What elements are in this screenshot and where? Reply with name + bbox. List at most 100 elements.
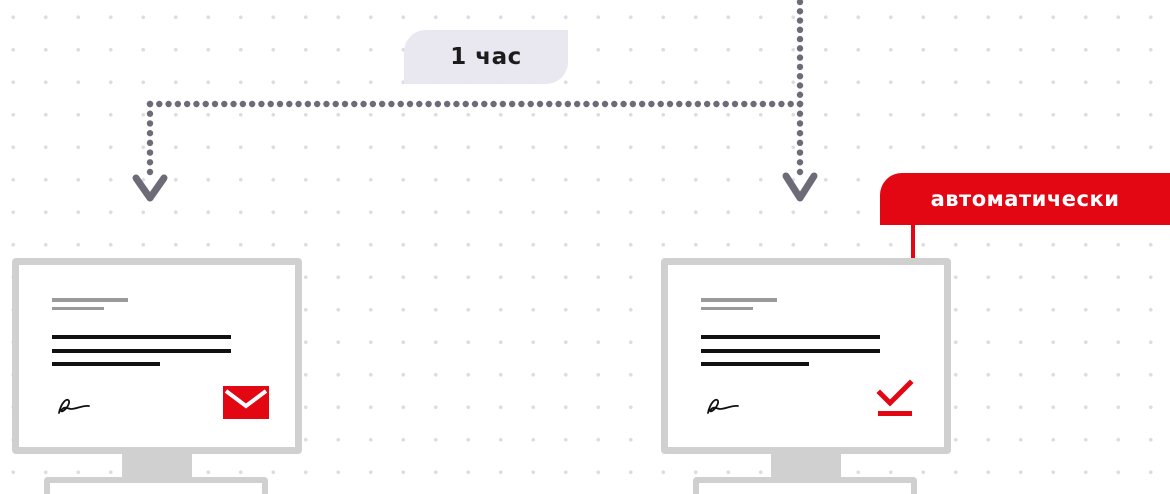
connector-dot bbox=[796, 35, 804, 43]
connector-dot bbox=[378, 100, 386, 108]
connector-dot bbox=[768, 100, 776, 108]
connector-dot bbox=[490, 100, 497, 108]
connector-dot bbox=[778, 100, 785, 108]
connector-dot bbox=[741, 100, 748, 108]
connector-dot bbox=[796, 26, 804, 34]
connector-dot bbox=[258, 100, 265, 108]
interval-label: 1 час bbox=[404, 30, 568, 84]
connector-dot bbox=[796, 45, 804, 52]
connector-dot bbox=[174, 100, 182, 108]
connector-dot bbox=[499, 100, 507, 108]
connector-dot bbox=[731, 100, 739, 108]
connector-dot bbox=[276, 100, 284, 108]
connector-dot bbox=[453, 100, 460, 108]
connector-dot bbox=[638, 100, 646, 108]
connector-dot bbox=[193, 100, 200, 108]
connector-dot bbox=[267, 100, 274, 108]
connector-dot bbox=[221, 100, 228, 108]
doc-text-line bbox=[52, 362, 160, 366]
connector-dot bbox=[713, 100, 720, 108]
connector-dot bbox=[286, 100, 293, 108]
monitor-right-base bbox=[693, 477, 917, 494]
doc-text-line bbox=[701, 335, 880, 339]
connector-dot bbox=[648, 100, 655, 108]
connector-dot bbox=[601, 100, 609, 108]
arrow-down-left-icon bbox=[132, 174, 168, 202]
connector-dot bbox=[796, 17, 804, 24]
connector-dot bbox=[722, 100, 729, 108]
monitor-left-screen bbox=[12, 258, 302, 454]
connector-dot bbox=[183, 100, 191, 108]
doc-text-line bbox=[701, 349, 880, 353]
connector-dot bbox=[527, 100, 534, 108]
connector-dot bbox=[796, 72, 804, 80]
connector-dot bbox=[295, 100, 302, 108]
connector-dot bbox=[443, 100, 451, 108]
connector-dot bbox=[796, 159, 804, 166]
connector-dot bbox=[434, 100, 442, 108]
connector-dot bbox=[304, 100, 312, 108]
signature-icon bbox=[707, 398, 739, 414]
connector-dot bbox=[796, 82, 804, 89]
mode-label: автоматически bbox=[880, 173, 1170, 225]
monitor-left-base bbox=[44, 477, 268, 494]
connector-dot bbox=[146, 129, 154, 137]
arrow-down-right-icon bbox=[782, 172, 818, 202]
connector-dot bbox=[583, 100, 590, 108]
connector-dot bbox=[323, 100, 330, 108]
connector-dot bbox=[248, 100, 256, 108]
connector-dot bbox=[573, 100, 581, 108]
monitor-left-stand bbox=[122, 454, 192, 478]
connector-dot bbox=[592, 100, 599, 108]
connector-dot bbox=[703, 100, 711, 108]
connector-dot bbox=[620, 100, 627, 108]
connector-dot bbox=[629, 100, 637, 108]
connector-dot bbox=[239, 100, 247, 108]
connector-dot bbox=[397, 100, 404, 108]
connector-dot bbox=[146, 100, 154, 108]
connector-dot bbox=[471, 100, 479, 108]
connector-vertical-left bbox=[146, 100, 154, 176]
connector-dot bbox=[536, 100, 544, 108]
connector-dot bbox=[211, 100, 219, 108]
connector-dot bbox=[685, 100, 692, 108]
connector-dot bbox=[146, 168, 154, 176]
doc-header-line bbox=[52, 298, 128, 302]
connector-dot bbox=[676, 100, 683, 108]
monitor-right-screen bbox=[661, 258, 951, 454]
interval-text: 1 час bbox=[450, 44, 522, 70]
connector-dot bbox=[165, 100, 172, 108]
connector-dot bbox=[657, 100, 664, 108]
connector-dot bbox=[796, 168, 804, 176]
connector-vertical-right bbox=[796, 100, 804, 176]
connector-dot bbox=[425, 100, 432, 108]
connector-dot bbox=[360, 100, 367, 108]
mode-text: автоматически bbox=[930, 187, 1120, 211]
connector-dot bbox=[351, 100, 358, 108]
connector-dot bbox=[313, 100, 321, 108]
doc-text-line bbox=[52, 349, 231, 353]
connector-dot bbox=[146, 139, 154, 147]
connector-dot bbox=[796, 0, 804, 6]
connector-dot bbox=[462, 100, 469, 108]
connector-dot bbox=[555, 100, 562, 108]
connector-horizontal bbox=[146, 100, 804, 108]
connector-vertical-top bbox=[796, 0, 804, 108]
connector-dot bbox=[146, 149, 154, 156]
envelope-icon bbox=[223, 386, 269, 419]
connector-dot bbox=[202, 100, 209, 108]
doc-header-line bbox=[701, 298, 777, 302]
connector-dot bbox=[546, 100, 553, 108]
connector-dot bbox=[796, 63, 804, 71]
connector-dot bbox=[146, 159, 154, 166]
connector-dot bbox=[406, 100, 414, 108]
connector-dot bbox=[796, 8, 804, 15]
connector-dot bbox=[332, 100, 339, 108]
connector-dot bbox=[796, 139, 804, 147]
connector-dot bbox=[341, 100, 349, 108]
connector-dot bbox=[481, 100, 488, 108]
connector-dot bbox=[750, 100, 757, 108]
connector-dot bbox=[787, 100, 794, 108]
connector-dot bbox=[796, 54, 804, 61]
signature-icon bbox=[58, 398, 90, 414]
